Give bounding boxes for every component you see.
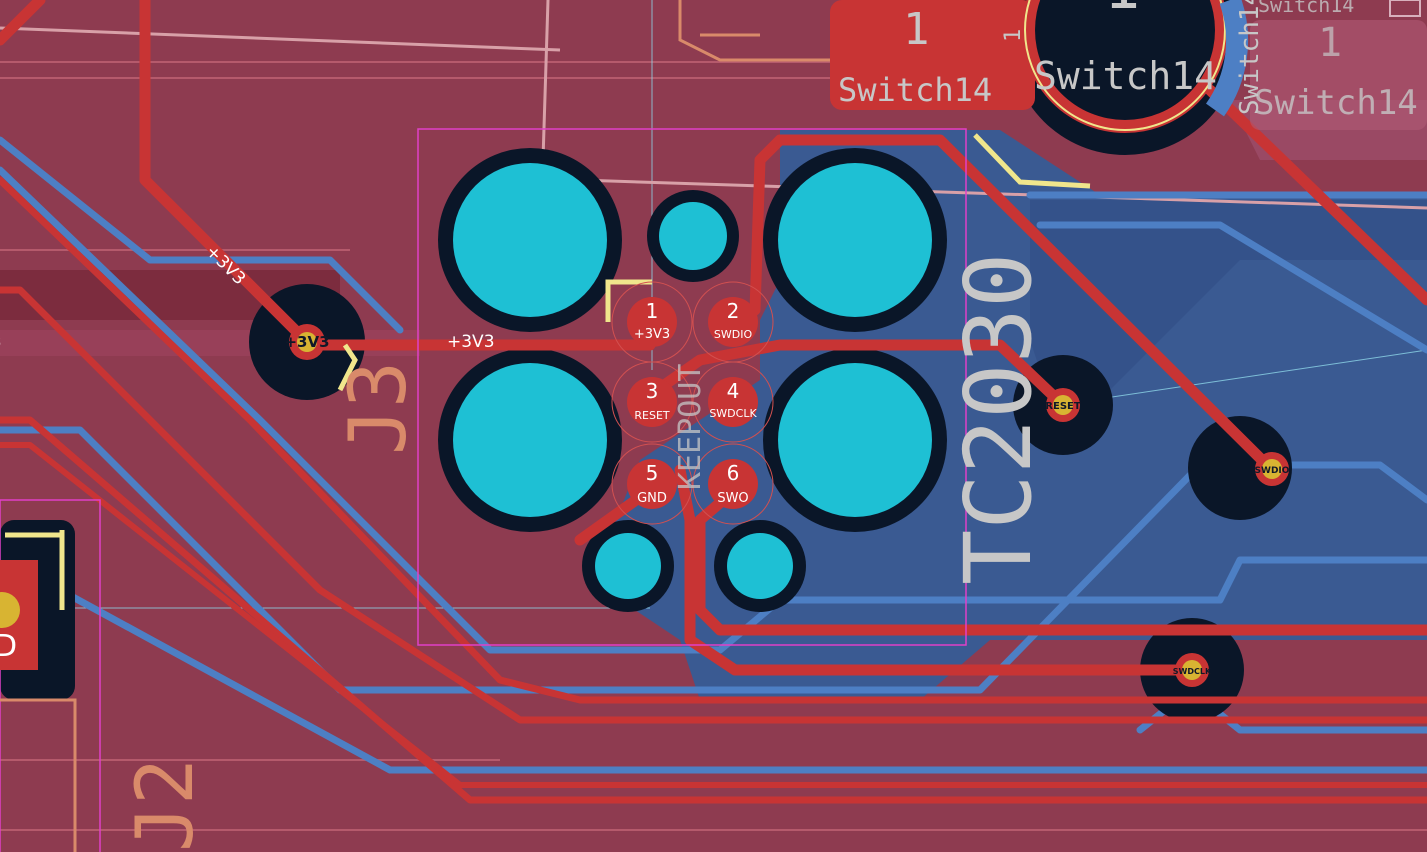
pad-3-net: RESET: [634, 409, 670, 422]
via-reset[interactable]: RESET: [1045, 388, 1081, 422]
pad-1-net: +3V3: [634, 327, 670, 342]
fab-outline-lines: [0, 0, 1427, 210]
pad-5-net: GND: [637, 491, 667, 506]
pad-4[interactable]: [708, 377, 758, 427]
switch14-back-ring: [1205, 0, 1249, 117]
track-label-horizontal: +3V3: [447, 332, 495, 352]
npth-hole-small-1: [659, 202, 727, 270]
switch14-ref-e: Switch14: [1235, 0, 1265, 115]
pad-6-net: SWO: [717, 491, 748, 506]
switch14-pad-1[interactable]: [830, 0, 1035, 110]
switch14-ref-c: Switch14: [1254, 83, 1418, 123]
pad-5[interactable]: [627, 459, 677, 509]
switch14-footprint[interactable]: 1 1 Switch14 Switch14 1 Switch14 Switch1…: [830, 0, 1427, 133]
footprint-label: TC2030: [945, 253, 1052, 585]
npth-hole-large-4: [778, 363, 932, 517]
npth-hole-small-2: [595, 533, 661, 599]
front-copper-traces: [0, 0, 1427, 804]
switch14-pth-number: 1: [1104, 0, 1140, 23]
left-pad-letter: D: [0, 629, 17, 664]
pad-2[interactable]: [708, 297, 758, 347]
pad-clearance-rings: [611, 281, 774, 525]
fab-lines: [0, 0, 830, 852]
courtyard-outlines: [0, 128, 967, 852]
pad-3[interactable]: [627, 377, 677, 427]
left-edge-text: 3: [0, 333, 2, 351]
pad-5-number: 5: [646, 461, 659, 485]
back-copper-pour-inner: [1030, 200, 1427, 400]
via-swdclk-label: SWDCLK: [1173, 667, 1212, 676]
switch14-pad-number-vertical: 1: [1001, 29, 1026, 42]
via-swdio[interactable]: SWDIO: [1255, 452, 1290, 486]
npth-hole-large-3: [453, 363, 607, 517]
switch14-ghost-pad: [1250, 20, 1427, 130]
pad-6[interactable]: [708, 459, 758, 509]
via-swdclk[interactable]: SWDCLK: [1173, 653, 1212, 687]
switch14-pth-hole: [1035, 0, 1215, 120]
pad-1[interactable]: [627, 297, 677, 347]
designator-j3: J3: [334, 361, 424, 455]
via-swdio-label: SWDIO: [1255, 466, 1290, 476]
left-partial-pad[interactable]: D: [0, 560, 38, 670]
keepout-label: KEEPOUT: [673, 364, 708, 490]
via-reset-label: RESET: [1045, 401, 1081, 412]
pad-3-number: 3: [646, 379, 659, 403]
pad-6-number: 6: [727, 461, 740, 485]
pad-2-net: SWDIO: [714, 328, 753, 341]
tc2030-npth: [453, 163, 932, 599]
pad-4-net: SWDCLK: [709, 407, 757, 420]
switch14-silk-circle: [1024, 0, 1226, 131]
pad-4-number: 4: [727, 379, 740, 403]
switch14-ghost-number: 1: [1318, 20, 1342, 66]
pad-2-number: 2: [727, 299, 740, 323]
via-3v3[interactable]: +3V3: [284, 324, 330, 360]
npth-hole-large-2: [778, 163, 932, 317]
tc2030-pads[interactable]: 1 +3V3 2 SWDIO 3 RESET 4 SWDCLK 5 GND 6 …: [627, 297, 758, 509]
pad-1-number: 1: [646, 299, 659, 323]
via-3v3-label: +3V3: [284, 333, 329, 351]
front-silkscreen: [5, 133, 1091, 610]
switch14-ref-b: Switch14: [1034, 54, 1217, 98]
designator-j2: J2: [121, 758, 211, 852]
vias[interactable]: +3V3 RESET SWDIO SWDCLK: [284, 324, 1290, 687]
switch14-ref-d: Switch14: [1258, 0, 1354, 17]
switch14-outline-corner: [1389, 0, 1421, 17]
npth-hole-small-3: [727, 533, 793, 599]
npth-hole-large-1: [453, 163, 607, 317]
switch14-pad-number: 1: [903, 4, 930, 55]
switch14-ref-a: Switch14: [838, 71, 992, 109]
